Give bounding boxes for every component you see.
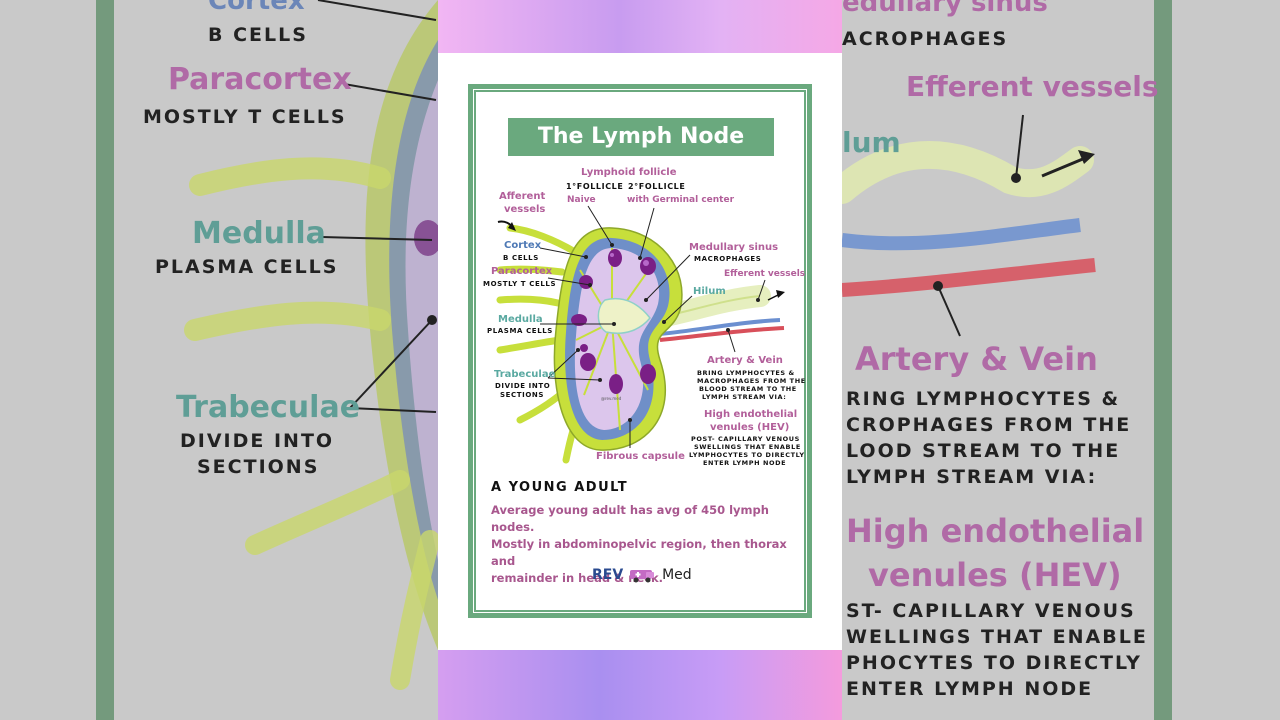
bg-post1: ST- CAPILLARY VENOUS — [846, 600, 1136, 622]
revmed-logo: REV Med — [592, 567, 692, 583]
paracortex-label: Paracortex — [491, 266, 553, 277]
hilum-label: Hilum — [693, 286, 726, 297]
bring-label-1: BRING LYMPHOCYTES & — [697, 369, 795, 377]
artery-vein-label: Artery & Vein — [707, 355, 783, 366]
bg-divide-label: DIVIDE INTO — [180, 430, 335, 452]
bring-label-4: LYMPH STREAM VIA: — [702, 393, 787, 401]
watermark-stamp: @rev.med — [601, 396, 622, 401]
afferent-label-1: Afferent — [499, 191, 546, 202]
hev-label-2: venules (HEV) — [710, 422, 790, 433]
brand-rev: REV — [592, 567, 624, 583]
bg-efferent-label: Efferent vessels — [906, 70, 1159, 103]
bg-macrophages-label: ACROPHAGES — [842, 28, 1009, 50]
ambulance-icon — [629, 570, 654, 583]
bg-hilum-label: lum — [842, 126, 901, 159]
bg-sections-label: SECTIONS — [197, 456, 320, 478]
cortex-label: Cortex — [504, 240, 542, 251]
post-label-4: ENTER LYMPH NODE — [703, 459, 787, 467]
top-gradient-band — [438, 0, 842, 53]
bg-plasma-label: PLASMA CELLS — [155, 256, 339, 278]
brand-med: Med — [662, 567, 692, 583]
green-frame-inner — [474, 90, 806, 612]
fibrous-capsule-label: Fibrous capsule — [596, 451, 685, 462]
naive-label: Naive — [567, 195, 596, 205]
description-line-1: Average young adult has avg of 450 lymph… — [491, 503, 769, 534]
description-line-3: remainder in head & neck. — [491, 571, 664, 585]
young-adult-description: Average young adult has avg of 450 lymph… — [491, 502, 801, 587]
bg-bring2: CROPHAGES FROM THE — [846, 414, 1132, 436]
title-banner: The Lymph Node — [508, 118, 774, 156]
young-adult-heading: A YOUNG ADULT — [491, 480, 629, 495]
germinal-center-label: with Germinal center — [627, 195, 735, 205]
t-cells-label: MOSTLY T CELLS — [483, 280, 557, 288]
bg-medulla-label: Medulla — [192, 216, 326, 251]
bg-paracortex-label: Paracortex — [168, 62, 352, 97]
bg-t-cells-label: MOSTLY T CELLS — [143, 106, 347, 128]
description-line-2: Mostly in abdominopelvic region, then th… — [491, 537, 787, 568]
plasma-cells-label: PLASMA CELLS — [487, 327, 553, 335]
bg-bring3: LOOD STREAM TO THE — [846, 440, 1121, 462]
bg-b-cells-label: B CELLS — [208, 24, 308, 46]
bg-post2: WELLINGS THAT ENABLE — [846, 626, 1148, 648]
bg-hev1: High endothelial — [846, 512, 1145, 550]
lymph-node-illustration — [496, 205, 785, 464]
medullary-sinus-label: Medullary sinus — [689, 242, 779, 253]
bg-trabeculae-label: Trabeculae — [176, 390, 361, 425]
bring-label-3: BLOOD STREAM TO THE — [699, 385, 797, 393]
post-label-1: POST- CAPILLARY VENOUS — [691, 435, 800, 443]
medulla-label: Medulla — [498, 314, 543, 325]
bg-bring4: LYMPH STREAM VIA: — [846, 466, 1098, 488]
post-label-2: SWELLINGS THAT ENABLE — [694, 443, 801, 451]
divide-into-label: DIVIDE INTO — [495, 382, 551, 390]
afferent-label-2: vessels — [504, 204, 546, 215]
bg-artery-label: Artery & Vein — [855, 340, 1098, 378]
primary-follicle-label: 1°FOLLICLE — [566, 182, 624, 191]
bottom-gradient-band — [438, 650, 842, 720]
bg-post3: PHOCYTES TO DIRECTLY — [846, 652, 1142, 674]
sections-label: SECTIONS — [500, 391, 544, 399]
lymphoid-follicle-label: Lymphoid follicle — [581, 167, 677, 178]
bg-hev2: venules (HEV) — [868, 556, 1122, 594]
secondary-follicle-label: 2°FOLLICLE — [628, 182, 686, 191]
bg-bring1: RING LYMPHOCYTES & — [846, 388, 1121, 410]
bg-cortex-label: Cortex — [208, 0, 305, 16]
bring-label-2: MACROPHAGES FROM THE — [697, 377, 806, 385]
trabeculae-label: Trabeculae — [494, 369, 556, 380]
bg-medullary-label: edullary sinus — [842, 0, 1048, 18]
bg-post4: ENTER LYMPH NODE — [846, 678, 1094, 700]
macrophages-label: MACROPHAGES — [694, 255, 762, 263]
b-cells-label: B CELLS — [503, 254, 539, 262]
efferent-vessels-label: Efferent vessels — [724, 269, 806, 279]
hev-label-1: High endothelial — [704, 409, 798, 420]
post-label-3: LYMPHOCYTES TO DIRECTLY — [689, 451, 805, 459]
